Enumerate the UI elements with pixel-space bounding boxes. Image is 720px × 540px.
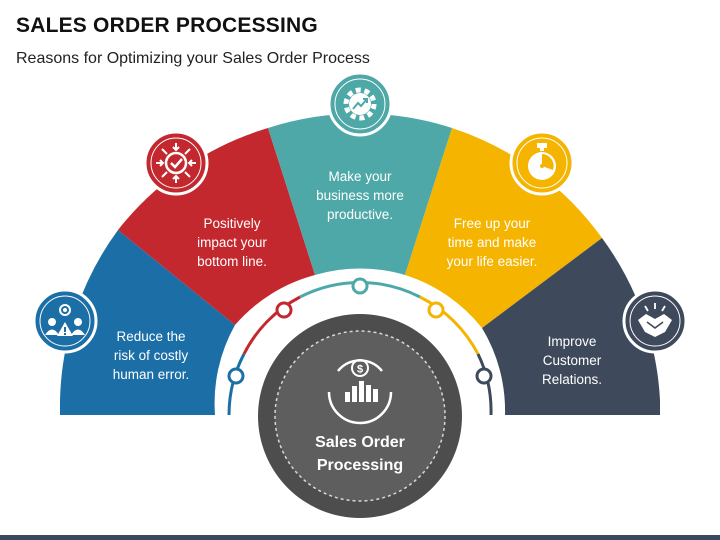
center-disc-inner <box>274 330 446 502</box>
dollar-growth-chart-icon: $ <box>327 359 393 425</box>
segment-1-text: Reduce the risk of costly human error. <box>112 329 190 382</box>
segment-3-text: Make your business more productive. <box>316 169 404 222</box>
segment-3-wedge <box>268 113 452 275</box>
stopwatch-icon <box>509 130 575 196</box>
page-title: SALES ORDER PROCESSING <box>16 14 318 37</box>
segment-2-text: Positively impact your bottom line. <box>197 216 267 269</box>
team-gear-warning-icon <box>32 288 98 354</box>
handshake-icon <box>622 288 688 354</box>
segment-5-wedge <box>482 238 660 415</box>
arc-5 <box>476 353 493 416</box>
segment-4-wedge <box>405 128 602 328</box>
segment-5-text: Improve Customer Relations. <box>541 334 603 387</box>
gear-growth-icon <box>327 71 393 137</box>
target-check-arrows-icon <box>143 130 209 196</box>
segment-2-wedge <box>118 128 315 325</box>
bottom-bar <box>0 535 720 540</box>
center-label: Sales Order Processing <box>315 434 405 474</box>
svg-text:$: $ <box>357 364 363 376</box>
arc-2 <box>242 295 301 355</box>
segment-1-wedge <box>60 230 235 415</box>
node-1 <box>227 367 245 385</box>
node-2 <box>275 301 293 319</box>
node-3 <box>351 277 369 295</box>
segment-4-text: Free up your time and make your life eas… <box>446 216 538 269</box>
node-5 <box>475 367 493 385</box>
node-4 <box>427 301 445 319</box>
page-subtitle: Reasons for Optimizing your Sales Order … <box>16 50 370 67</box>
arc-4 <box>419 295 480 355</box>
